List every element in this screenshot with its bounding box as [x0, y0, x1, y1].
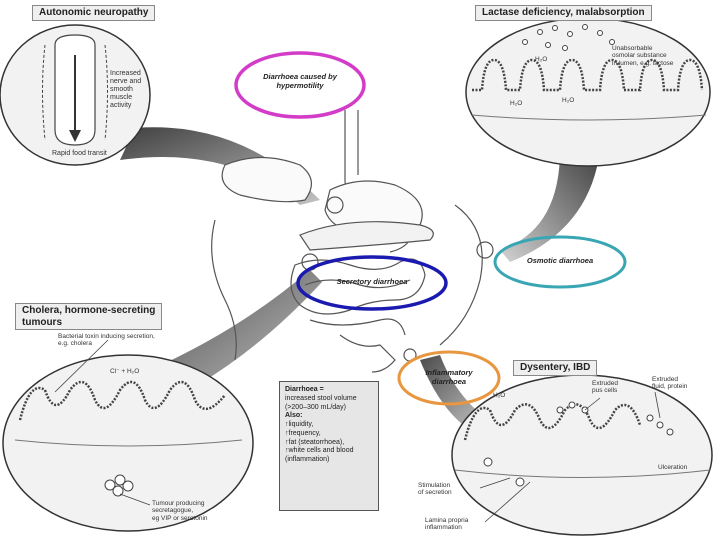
info-item: ↑fat (steatorrhoea),	[285, 438, 345, 446]
leader-lines	[54, 339, 661, 523]
lactase-note-line: in lumen, e.g. lactose	[612, 59, 674, 67]
secretory-label: Secretory diarrhoea	[336, 277, 408, 286]
oval-osmotic	[493, 235, 627, 289]
panel-lactase	[465, 17, 711, 167]
autonomic-note: Increased nerve and smooth muscle activi…	[110, 70, 141, 110]
dysentery-ulcer: Ulceration	[658, 464, 688, 471]
dysentery-title: Dysentery, IBD	[513, 360, 598, 376]
cholera-tumour-line: eg VIP or serotonin	[152, 514, 208, 522]
cholera-tumour-line: Tumour producing	[152, 500, 205, 507]
connector-dysentery	[420, 355, 488, 430]
hypermotility-label-line: Diarrhoea caused by	[263, 72, 337, 81]
cholera-note-line: e.g. cholera	[58, 340, 92, 348]
dysentery-fluid-line: fluid, protein	[652, 383, 688, 391]
panel-autonomic	[0, 24, 151, 166]
info-line: increased stool volume	[285, 394, 357, 402]
info-item: ↑liquidity,	[285, 421, 314, 428]
dysentery-stim-line: of secretion	[418, 489, 452, 497]
cholera-title-line1: Cholera, hormone-secreting	[22, 305, 156, 316]
inflammatory-label-line: Inflammatory	[425, 368, 473, 377]
dysentery-lamina: Lamina propria inflammation	[425, 517, 468, 532]
cholera-ion: Cl⁻ + H₂O	[110, 368, 140, 375]
oval-inflammatory	[397, 350, 501, 406]
cholera-note: Bacterial toxin inducing secretion, e.g.…	[58, 333, 155, 348]
oval-hypermotility	[234, 51, 366, 119]
hypermotility-label-line: hypermotility	[276, 80, 324, 90]
panel-dysentery	[451, 374, 713, 536]
hypermotility-label: Diarrhoea caused by hypermotility	[253, 72, 347, 90]
info-item: ↑white cells and blood	[285, 447, 354, 455]
osmotic-label: Osmotic diarrhoea	[526, 256, 594, 265]
dysentery-pus: Extruded pus cells	[592, 380, 618, 395]
autonomic-note-line: nerve and	[110, 78, 142, 86]
dysentery-stim: Stimulation of secretion	[418, 482, 452, 497]
info-item: (inflammation)	[285, 456, 330, 463]
connector-autonomic	[120, 127, 320, 205]
lactase-h2o-1: H₂O	[535, 56, 548, 63]
autonomic-note-line: muscle	[110, 94, 133, 102]
lactase-h2o-3: H₂O	[510, 100, 523, 107]
dysentery-pus-line: pus cells	[592, 387, 618, 395]
lactase-note-line: osmolar substance	[612, 52, 667, 60]
autonomic-title: Autonomic neuropathy	[32, 5, 156, 21]
info-also: Also:	[285, 412, 303, 420]
info-item: ↑frequency,	[285, 429, 321, 437]
dysentery-lamina-line: inflammation	[425, 524, 462, 532]
dysentery-stim-line: Stimulation	[418, 482, 451, 489]
dysentery-fluid: Extruded fluid, protein	[652, 376, 687, 391]
oval-secretory	[296, 255, 448, 311]
autonomic-caption: Rapid food transit	[52, 150, 107, 157]
digestive-tract	[211, 110, 494, 373]
lactase-note-line: Unabsorbable	[612, 45, 653, 52]
inflammatory-label: Inflammatory diarrhoea	[405, 368, 493, 386]
dysentery-lamina-line: Lamina propria	[425, 517, 469, 524]
cholera-note-line: Bacterial toxin inducing secretion,	[58, 333, 155, 340]
panel-cholera	[2, 354, 254, 532]
cholera-title: Cholera, hormone-secreting tumours	[15, 303, 163, 330]
dysentery-h2o: H₂O	[493, 392, 506, 399]
dysentery-pus-line: Extruded	[592, 380, 619, 387]
diarrhoea-definition-box: Diarrhoea = increased stool volume (>200…	[279, 381, 379, 511]
autonomic-note-line: activity	[110, 102, 132, 110]
cholera-title-line2: tumours	[22, 316, 62, 328]
lactase-h2o-2: H₂O	[562, 97, 575, 104]
lactase-title: Lactase deficiency, malabsorption	[475, 5, 652, 21]
dysentery-fluid-line: Extruded	[652, 376, 679, 383]
inflammatory-label-line: diarrhoea	[431, 376, 467, 386]
autonomic-note-line: smooth	[110, 86, 133, 94]
lactase-note: Unabsorbable osmolar substance in lumen,…	[612, 45, 673, 67]
info-line: (>200–300 mL/day)	[285, 403, 346, 411]
autonomic-note-line: Increased	[110, 70, 141, 77]
info-title: Diarrhoea =	[285, 386, 324, 393]
cholera-tumour: Tumour producing secretagogue, eg VIP or…	[152, 500, 208, 522]
cholera-tumour-line: secretagogue,	[152, 507, 194, 515]
connector-lactase	[500, 150, 600, 262]
